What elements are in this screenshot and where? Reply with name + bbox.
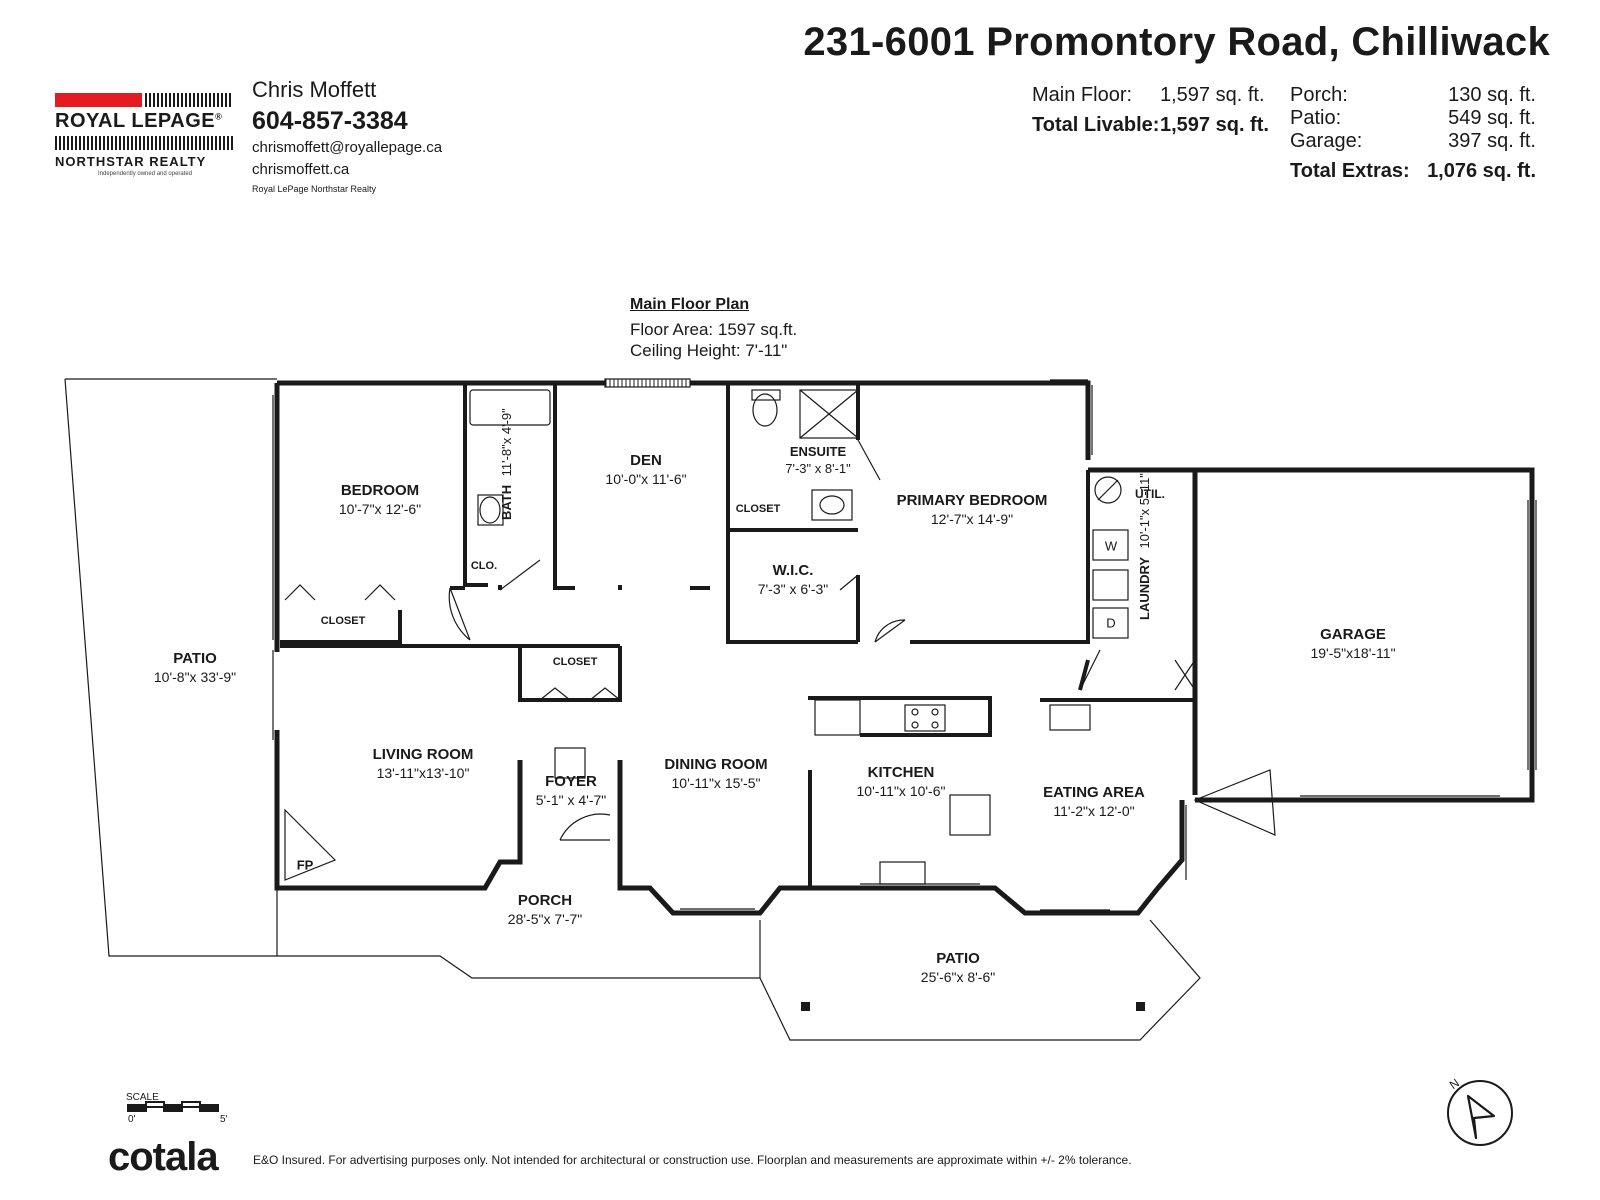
scale-end: 5' (220, 1114, 228, 1125)
compass-icon (1447, 1080, 1513, 1146)
room-util: UTIL. (1135, 487, 1165, 501)
scale-label: SCALE (126, 1092, 159, 1103)
agent-office: Royal LePage Northstar Realty (252, 184, 377, 194)
room-laundry: LAUNDRY 10'-1"x 5'-11" (1137, 473, 1152, 620)
agent-website: chrismoffett.ca (252, 161, 350, 178)
porch-value: 130 sq. ft. (1448, 84, 1536, 106)
patio-label: Patio: (1290, 107, 1342, 129)
doors (284, 439, 1276, 841)
agent-email: chrismoffett@royallepage.ca (252, 139, 443, 156)
logo-red-bar (55, 93, 142, 107)
garage-value: 397 sq. ft. (1448, 130, 1536, 152)
main-floor-value: 1,597 sq. ft. (1160, 84, 1265, 106)
room-wic: W.I.C.7'-3" x 6'-3" (757, 562, 829, 597)
logo-barcode-bottom (55, 136, 233, 150)
total-livable-value: 1,597 sq. ft. (1160, 114, 1269, 136)
logo-barcode-top (145, 93, 233, 107)
main-floor-label: Main Floor: (1032, 84, 1133, 106)
scale-start: 0' (128, 1114, 136, 1125)
closet-hall-label: CLOSET (552, 656, 598, 668)
cotala-logo: cotala (108, 1135, 219, 1179)
total-extras-value: 1,076 sq. ft. (1427, 160, 1536, 182)
plan-ceiling-height: Ceiling Height: 7'-11" (630, 341, 788, 360)
footer-disclaimer: E&O Insured. For advertising purposes on… (253, 1153, 1132, 1167)
room-bath: BATH 11'-8"x 4'-9" (499, 408, 514, 520)
porch-outline (276, 888, 760, 979)
patio-left-outline (64, 378, 277, 957)
closet-ensuite-label: CLOSET (735, 503, 781, 515)
plan-title: Main Floor Plan (630, 296, 750, 313)
patio-value: 549 sq. ft. (1448, 107, 1536, 129)
post-marker (1136, 1002, 1145, 1011)
porch-label: Porch: (1290, 84, 1348, 106)
fixtures (284, 389, 1129, 885)
agent-name: Chris Moffett (252, 77, 377, 102)
total-extras-label: Total Extras: (1290, 160, 1410, 182)
logo-tagline: Independently owned and operated (98, 171, 193, 177)
garage-label: Garage: (1290, 130, 1363, 152)
dryer-label: D (1106, 615, 1116, 631)
closet-bedroom-label: CLOSET (320, 615, 366, 627)
washer-label: W (1104, 538, 1118, 554)
clo-label: CLO. (470, 560, 498, 572)
logo-subtitle: NORTHSTAR REALTY (55, 154, 207, 169)
interior-walls (280, 383, 1197, 888)
total-livable-label: Total Livable: (1032, 114, 1160, 136)
plan-floor-area: Floor Area: 1597 sq.ft. (630, 320, 798, 339)
fireplace-label: FP (296, 857, 314, 873)
address-title: 231-6001 Promontory Road, Chilliwack (803, 20, 1550, 64)
post-marker (801, 1002, 810, 1011)
agent-phone: 604-857-3384 (252, 107, 408, 135)
logo-brand: ROYAL LEPAGE® (55, 110, 223, 132)
scale-bar (127, 1101, 219, 1112)
patio-bottom-outline (759, 919, 1201, 1041)
